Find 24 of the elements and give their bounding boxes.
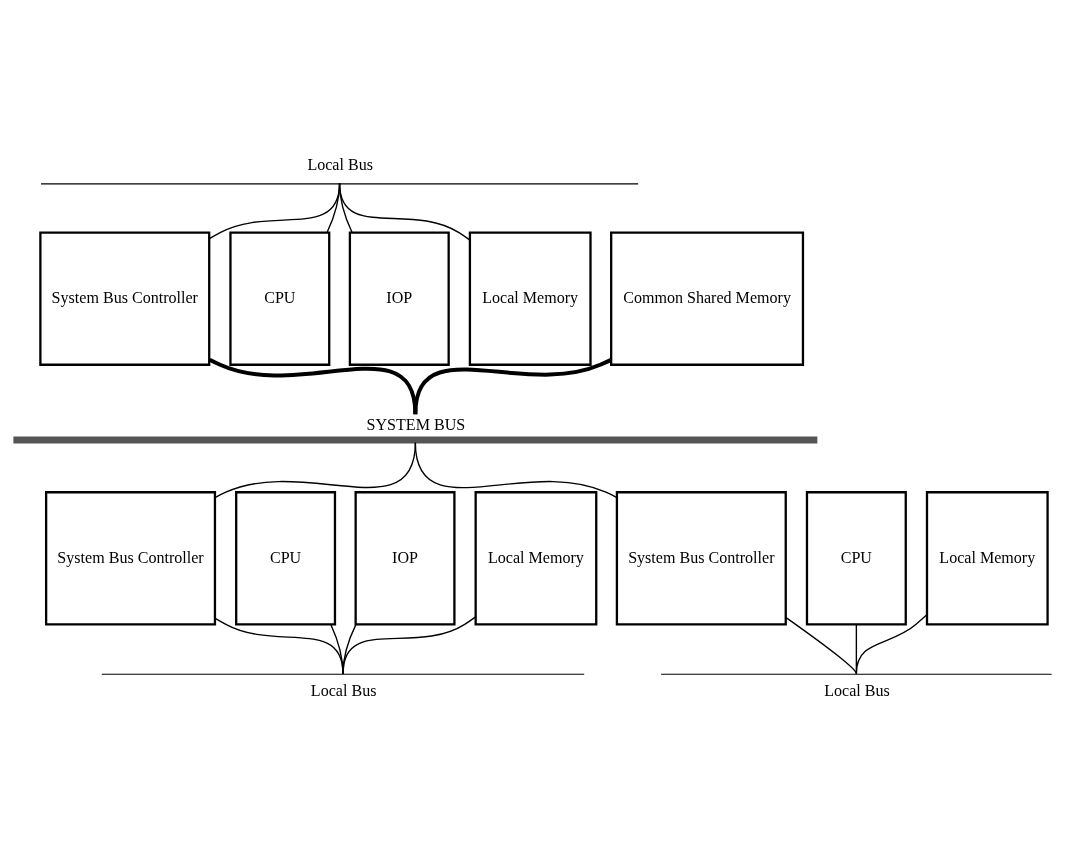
node-box: IOP	[354, 490, 456, 625]
node-box: Common Shared Memory	[610, 231, 805, 366]
node-text: Local Bus	[307, 155, 373, 173]
node-text: Local Bus	[824, 681, 890, 699]
node-box: CPU	[805, 490, 907, 625]
node-box: Local Memory	[925, 490, 1049, 625]
node-box: CPU	[229, 231, 331, 366]
node-box: Local Memory	[468, 231, 592, 366]
connector	[413, 357, 612, 414]
node-text: Local Bus	[310, 681, 377, 699]
connector	[414, 441, 618, 498]
node-box: Local Memory	[474, 490, 598, 625]
connector	[855, 613, 928, 674]
node-box	[13, 436, 818, 443]
connector	[338, 182, 471, 241]
connector	[342, 615, 476, 674]
node-box: System Bus Controller	[615, 490, 787, 625]
connector	[208, 357, 418, 414]
node-box: CPU	[235, 490, 337, 625]
node-label: SYSTEM BUS	[366, 415, 466, 433]
node-box: System Bus Controller	[45, 490, 217, 625]
connector	[785, 616, 858, 674]
node-box: System Bus Controller	[39, 231, 211, 366]
node-box: IOP	[348, 231, 450, 366]
